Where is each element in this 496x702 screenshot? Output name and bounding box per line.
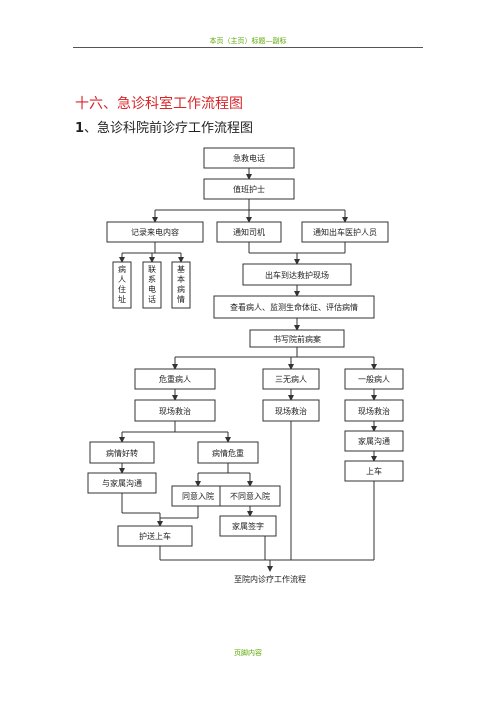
node-dispatch-rescue: 出车到达救护现场 bbox=[242, 263, 352, 286]
node-basic-condition: 基本病情 bbox=[171, 261, 191, 309]
node-duty-nurse: 值班护士 bbox=[203, 178, 295, 200]
node-prehospital-record-label: 书写院前病案 bbox=[273, 334, 321, 344]
node-critical-patient-label: 危重病人 bbox=[159, 374, 191, 384]
node-examine-patient-label: 查看病人、监测生命体征、评估病情 bbox=[230, 302, 358, 312]
node-condition-critical-label: 病情危重 bbox=[212, 448, 244, 458]
node-onsite-rescue-2: 现场救治 bbox=[262, 399, 320, 422]
node-family-talk-critical-label: 与家属沟通 bbox=[102, 478, 142, 488]
node-refuse-admission: 不同意入院 bbox=[219, 485, 281, 507]
node-contact-phone-label: 联系电话 bbox=[148, 265, 156, 304]
node-dispatch-rescue-label: 出车到达救护现场 bbox=[265, 270, 329, 280]
node-onsite-rescue-3-label: 现场救治 bbox=[358, 406, 390, 416]
node-family-talk-critical: 与家属沟通 bbox=[87, 472, 157, 494]
node-critical-patient: 危重病人 bbox=[134, 368, 216, 390]
node-family-signature-label: 家属签字 bbox=[232, 521, 264, 531]
node-general-patient-label: 一般病人 bbox=[358, 374, 390, 384]
node-record-call-label: 记录来电内容 bbox=[131, 227, 179, 237]
node-onsite-rescue-2-label: 现场救治 bbox=[275, 406, 307, 416]
node-escort-to-vehicle-label: 护送上车 bbox=[139, 531, 171, 541]
node-family-talk-general: 家属沟通 bbox=[344, 430, 404, 452]
node-prehospital-record: 书写院前病案 bbox=[249, 329, 345, 348]
node-onsite-rescue-3: 现场救治 bbox=[344, 399, 404, 422]
node-basic-condition-label: 基本病情 bbox=[177, 264, 185, 304]
node-record-call: 记录来电内容 bbox=[106, 221, 204, 243]
node-family-talk-general-label: 家属沟通 bbox=[358, 436, 390, 446]
node-general-patient: 一般病人 bbox=[344, 368, 404, 390]
flowchart-connectors bbox=[119, 168, 377, 572]
node-notify-driver-label: 通知司机 bbox=[233, 227, 265, 237]
node-emergency-call: 急救电话 bbox=[203, 147, 295, 169]
node-contact-phone: 联系电话 bbox=[142, 261, 162, 309]
node-emergency-call-label: 急救电话 bbox=[233, 153, 265, 163]
node-escort-to-vehicle: 护送上车 bbox=[117, 525, 193, 547]
node-examine-patient: 查看病人、监测生命体征、评估病情 bbox=[213, 295, 375, 319]
node-board-vehicle: 上车 bbox=[344, 460, 404, 482]
node-agree-admission-label: 同意入院 bbox=[182, 491, 214, 501]
node-board-vehicle-label: 上车 bbox=[366, 466, 382, 476]
node-refuse-admission-label: 不同意入院 bbox=[230, 491, 270, 501]
node-hospital-process: 至院内诊疗工作流程 bbox=[234, 574, 306, 584]
node-condition-improved-label: 病情好转 bbox=[106, 448, 138, 458]
subsection-number: 1 bbox=[75, 121, 85, 136]
node-family-signature: 家属签字 bbox=[219, 515, 277, 537]
node-patient-address: 病人住址 bbox=[112, 261, 132, 309]
node-unidentified-patient: 三无病人 bbox=[262, 368, 320, 390]
header-rule bbox=[73, 47, 423, 48]
node-onsite-rescue-1: 现场救治 bbox=[134, 399, 216, 422]
subsection-title: 1、急诊科院前诊疗工作流程图 bbox=[75, 117, 253, 136]
node-condition-improved: 病情好转 bbox=[89, 441, 155, 464]
node-unidentified-patient-label: 三无病人 bbox=[275, 374, 307, 384]
node-hospital-process-label: 至院内诊疗工作流程 bbox=[234, 574, 306, 584]
node-onsite-rescue-1-label: 现场救治 bbox=[159, 406, 191, 416]
section-title: 十六、急诊科室工作流程图 bbox=[75, 96, 243, 112]
node-duty-nurse-label: 值班护士 bbox=[233, 184, 265, 194]
node-notify-driver: 通知司机 bbox=[216, 221, 282, 243]
node-notify-medics: 通知出车医护人员 bbox=[301, 221, 389, 243]
node-notify-medics-label: 通知出车医护人员 bbox=[313, 227, 377, 237]
page-header: 本页（主页）标题—副标 bbox=[209, 37, 287, 45]
subsection-title-text: 、急诊科院前诊疗工作流程图 bbox=[84, 121, 254, 136]
node-patient-address-label: 病人住址 bbox=[118, 264, 126, 304]
node-condition-critical: 病情危重 bbox=[197, 441, 259, 464]
node-agree-admission: 同意入院 bbox=[171, 485, 225, 507]
page-footer: 页脚内容 bbox=[234, 649, 262, 657]
